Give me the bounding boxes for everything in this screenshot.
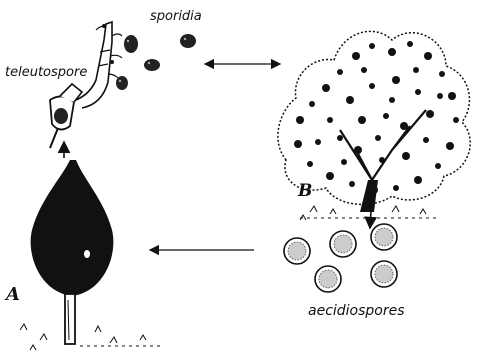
teleutospore-drawing [50,22,122,148]
label-sporidia: sporidia [150,9,202,24]
aecidiospores-cluster [284,224,397,292]
label-host-b: B [297,181,312,201]
sporidia-spores [116,34,196,90]
label-aecidiospores: aecidiospores [308,303,405,319]
label-host-a: A [4,284,20,305]
host-tree-a [20,160,160,350]
label-teleutospore: teleutospore [5,65,87,80]
